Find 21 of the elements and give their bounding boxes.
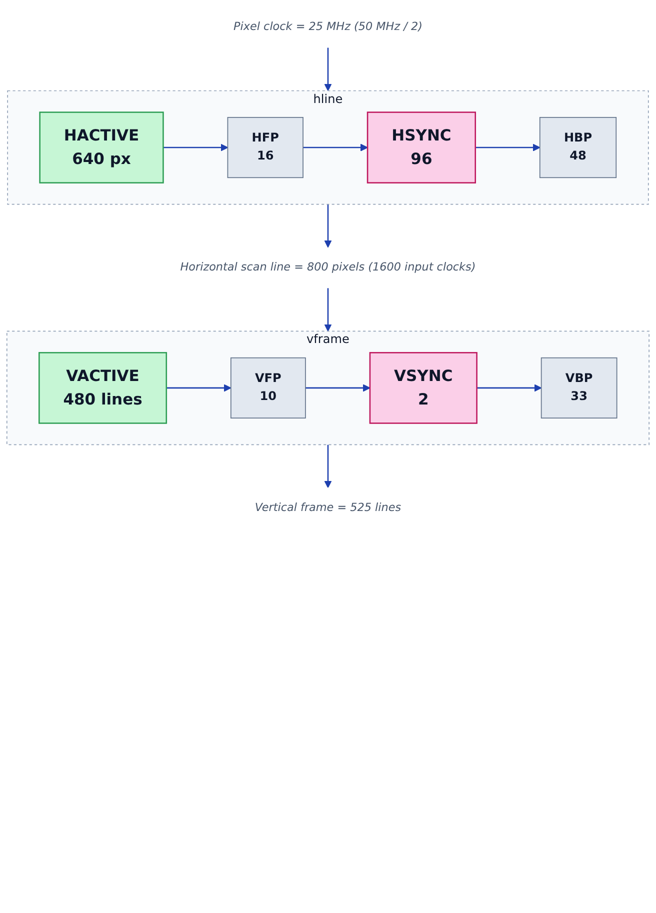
arrow	[324, 444, 332, 488]
node-box: VACTIVE 480 lines	[38, 352, 168, 424]
arrow	[324, 204, 332, 248]
arrow	[305, 384, 370, 392]
node-box: HACTIVE 640 px	[39, 112, 164, 184]
arrow	[324, 288, 332, 332]
node-text: Pixel clock = 25 MHz (50 MHz / 2)	[234, 20, 422, 34]
arrow	[166, 384, 232, 392]
arrow	[303, 144, 368, 152]
node-box: HBP 48	[539, 116, 617, 178]
node-box: VSYNC 2	[369, 352, 478, 424]
node-box: HSYNC 96	[366, 112, 476, 184]
node-text: Horizontal scan line = 800 pixels (1600 input clocks)	[180, 261, 476, 274]
node-box: VFP 10	[230, 357, 306, 418]
node-box: HFP 16	[227, 116, 304, 178]
node-text: Vertical frame = 525 lines	[254, 501, 402, 514]
node-box: VBP 33	[540, 357, 618, 418]
arrow	[475, 144, 540, 152]
arrow	[476, 384, 542, 392]
arrow	[324, 48, 332, 92]
arrow	[163, 144, 228, 152]
